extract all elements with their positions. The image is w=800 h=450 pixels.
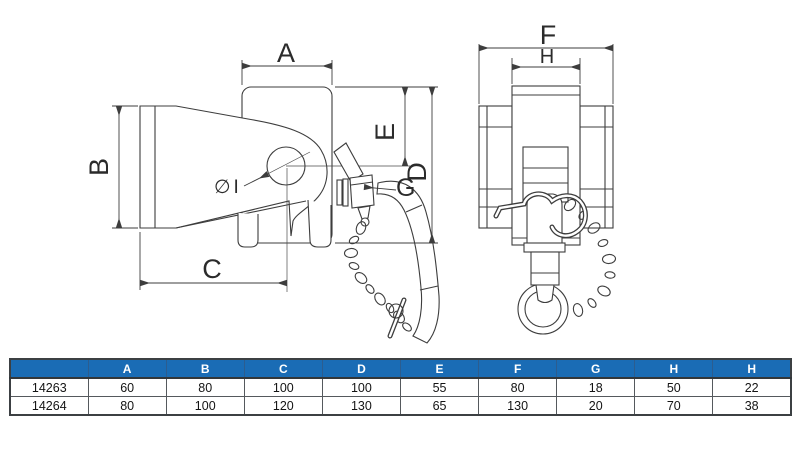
dim-i: ∅I: [214, 171, 270, 198]
pin-handle: [333, 142, 440, 344]
pin-lever-bar: [333, 142, 364, 183]
value-cell: 130: [478, 396, 558, 416]
value-cell: 80: [478, 377, 558, 397]
safety-chain: [343, 221, 412, 332]
dim-a-label: A: [277, 38, 295, 68]
value-cell: 55: [399, 377, 480, 397]
hitch-funnel: [139, 105, 328, 237]
value-cell: 80: [87, 396, 167, 416]
dim-h-label: H: [540, 46, 554, 68]
technical-drawing: A B C D E G: [84, 20, 617, 344]
header-cell-blank: [9, 358, 89, 379]
left-flange: [478, 105, 513, 229]
dim-b-label: B: [84, 158, 114, 176]
pin-clip-handle: [493, 191, 588, 239]
dim-d-label: D: [402, 162, 432, 182]
side-view: A B C D E G: [84, 38, 440, 344]
hitch-body: [139, 105, 410, 292]
value-cell: 100: [165, 396, 245, 416]
tow-pin: [349, 174, 375, 209]
header-cell-e: E: [399, 358, 480, 379]
header-cell-a: A: [87, 358, 167, 379]
dim-g-label: G: [396, 174, 415, 202]
dim-b: B: [84, 105, 138, 229]
part-number-cell: 14263: [9, 377, 89, 397]
safety-chain-front: [563, 198, 617, 317]
header-cell-f: F: [478, 358, 558, 379]
value-cell: 70: [634, 396, 714, 416]
dim-f-label: F: [540, 20, 557, 50]
header-cell-g: G: [556, 358, 636, 379]
front-view: F H: [478, 20, 617, 335]
value-cell: 80: [165, 377, 245, 397]
value-cell: 130: [321, 396, 401, 416]
header-cell-b: B: [165, 358, 245, 379]
table-row: 14264 80 100 120 130 65 130 20 70 38: [9, 396, 792, 416]
table-row: 14263 60 80 100 100 55 80 18 50 22: [9, 377, 792, 397]
header-cell-c: C: [243, 358, 323, 379]
dim-g: G: [363, 174, 415, 202]
header-cell-h2: H: [712, 358, 792, 379]
value-cell: 22: [712, 377, 792, 397]
value-cell: 50: [634, 377, 714, 397]
value-cell: 60: [87, 377, 167, 397]
linch-pin: [387, 297, 407, 339]
dim-d: D: [335, 86, 438, 244]
value-cell: 38: [712, 396, 792, 416]
table-header-row: A B C D E F G H H: [9, 358, 792, 379]
header-cell-h1: H: [634, 358, 714, 379]
part-number-cell: 14264: [9, 396, 89, 416]
value-cell: 120: [243, 396, 323, 416]
dim-c-label: C: [202, 254, 222, 284]
dim-f: F: [478, 20, 614, 104]
dim-h: H: [511, 46, 581, 84]
dim-e-label: E: [370, 123, 400, 141]
dimensions-table: A B C D E F G H H 14263 60 80 100 100 55…: [9, 358, 792, 416]
dim-a: A: [241, 38, 333, 85]
value-cell: 18: [556, 377, 636, 397]
value-cell: 65: [399, 396, 480, 416]
value-cell: 20: [556, 396, 636, 416]
value-cell: 100: [321, 377, 401, 397]
tow-pin-front: [493, 191, 588, 304]
hitch-jaw: [307, 199, 332, 248]
dim-c: C: [139, 232, 287, 290]
dim-i-label: ∅I: [214, 177, 242, 198]
header-cell-d: D: [321, 358, 401, 379]
dim-e: E: [370, 87, 409, 166]
value-cell: 100: [243, 377, 323, 397]
hitch-jaw: [237, 213, 259, 248]
